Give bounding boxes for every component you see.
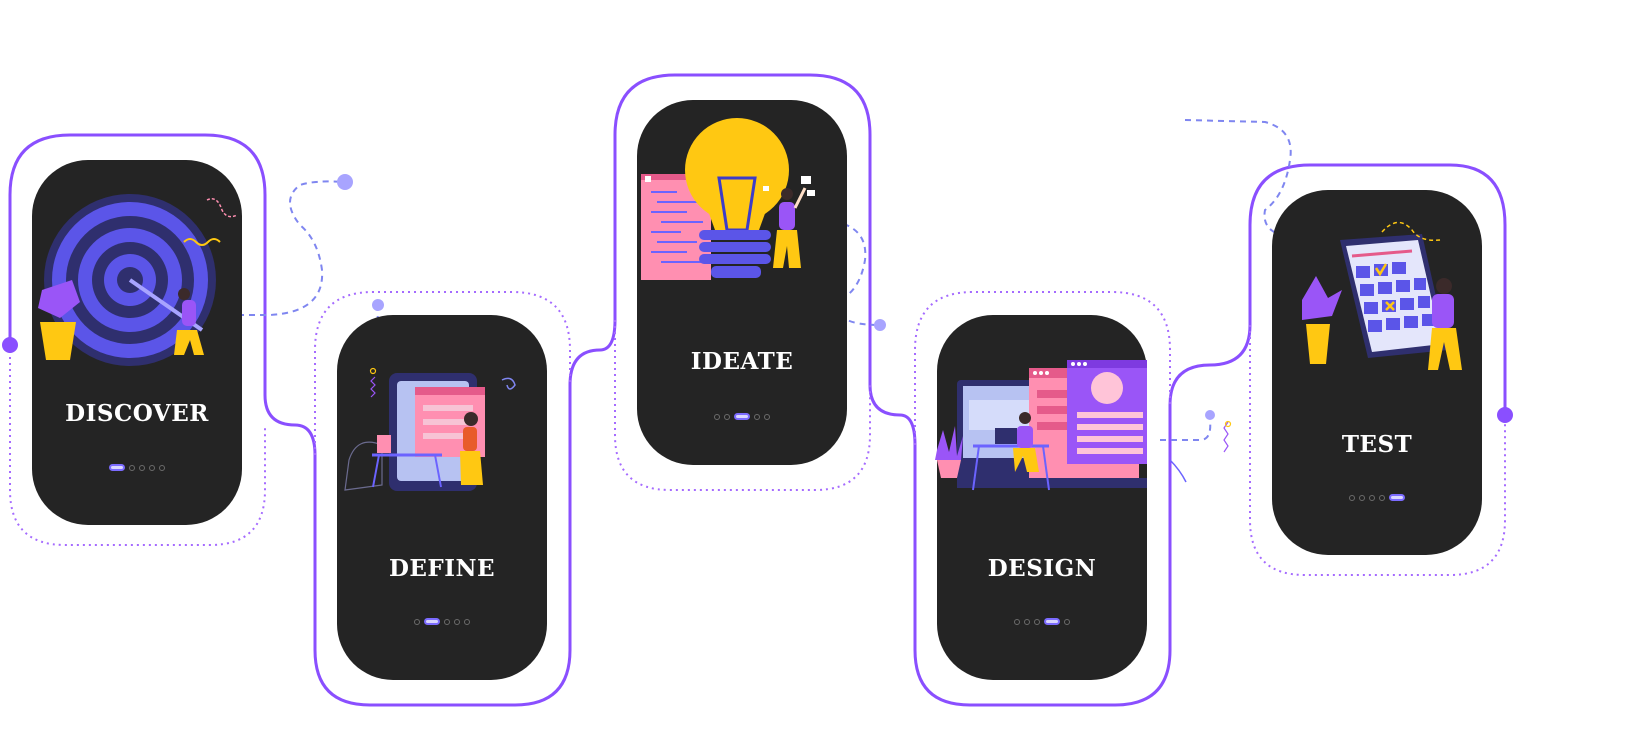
page-dot [464,618,470,625]
page-dot [1389,494,1405,501]
page-dot [1369,494,1375,501]
page-dot [454,618,460,625]
step-title: IDEATE [690,348,794,375]
page-dot [1044,618,1060,625]
pagination-dots [337,618,547,625]
tablet-icon [344,367,516,491]
step-title: DEFINE [388,555,496,582]
page-dot [1014,618,1020,625]
step-card-discover: DISCOVER [32,160,242,525]
lightbulb-icon [641,118,815,280]
page-dot [1359,494,1365,501]
pagination-dots [1272,494,1482,501]
step-title: DESIGN [987,555,1097,582]
page-dot [414,618,420,625]
step-title: DISCOVER [65,400,209,427]
step-card-design: DESIGN [935,315,1147,680]
pagination-dots [637,413,847,420]
pagination-dots [32,464,242,471]
browser-windows-icon [935,360,1147,491]
page-dot [1064,618,1070,625]
page-dot [109,464,125,471]
step-card-define: DEFINE [337,315,547,680]
page-dot [764,413,770,420]
page-dot [734,413,750,420]
page-dot [724,413,730,420]
page-dot [424,618,440,625]
page-dot [714,413,720,420]
page-dot [139,464,145,471]
page-dot [754,413,760,420]
step-card-ideate: IDEATE [637,100,847,465]
page-dot [1024,618,1030,625]
target-icon [38,194,238,366]
step-card-test: TEST [1272,190,1482,555]
page-dot [1379,494,1385,501]
page-dot [444,618,450,625]
page-dot [1034,618,1040,625]
step-title: TEST [1341,431,1413,458]
checklist-board-icon [1302,221,1462,370]
page-dot [159,464,165,471]
page-dot [129,464,135,471]
page-dot [149,464,155,471]
page-dot [1349,494,1355,501]
pagination-dots [937,618,1147,625]
